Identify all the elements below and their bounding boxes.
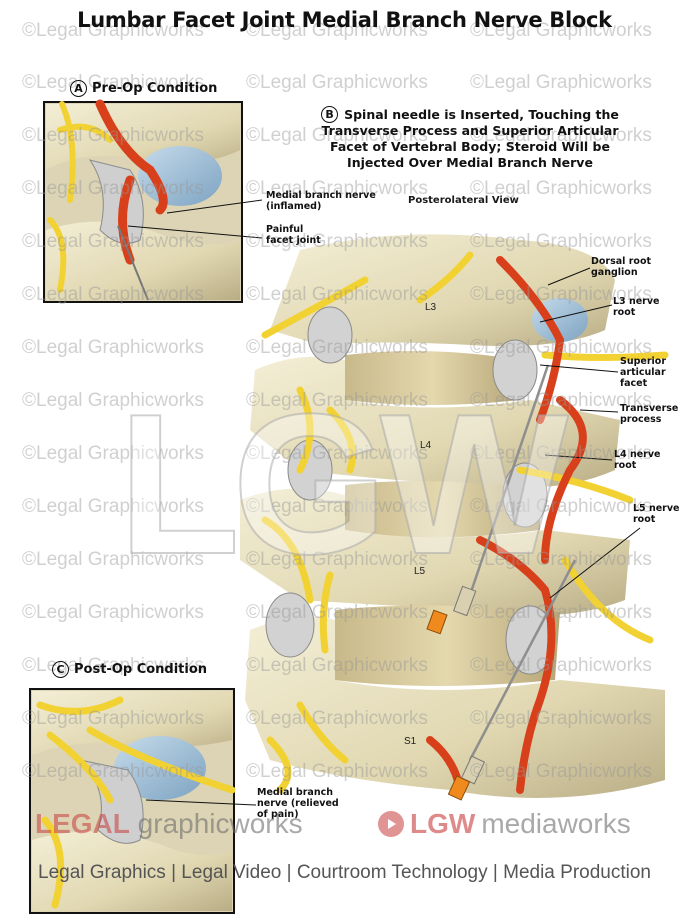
footer-tagline: Legal Graphics | Legal Video | Courtroom… — [38, 862, 651, 883]
red-nerve-roots — [426, 256, 587, 794]
panel-a-needle — [117, 225, 149, 301]
l5-vertebra — [240, 488, 630, 616]
leader-drg — [547, 267, 591, 286]
panel-c-vertebra-upper — [32, 691, 232, 755]
l4-l5-disc — [345, 481, 540, 538]
level-l5: L5 — [414, 566, 426, 577]
leader-l4-root — [544, 454, 613, 461]
panel-c-yellow-nerve — [36, 696, 236, 909]
needle-cap-2 — [447, 775, 471, 801]
panel-a-letter: A — [70, 80, 87, 97]
needle-cap-1 — [426, 609, 448, 635]
panel-b-desc-line3: Facet of Vertebral Body; Steroid Will be — [330, 139, 610, 154]
panel-b-illustration — [240, 234, 669, 801]
label-l4-nerve-root: L4 nerve root — [614, 449, 661, 471]
panel-a-illustration — [43, 99, 263, 303]
panel-b-desc-line1: Spinal needle is Inserted, Touching the — [344, 106, 619, 122]
spinal-needle-1 — [468, 364, 550, 596]
footer-brand2-a: LGW — [410, 808, 476, 839]
label-medial-branch-relieved: Medial branch nerve (relieved of pain) — [257, 787, 339, 820]
label-l5-nerve-root: L5 nerve root — [633, 503, 680, 525]
label-transverse-process: Transverse process — [620, 403, 679, 425]
l5-s1-disc — [335, 605, 560, 686]
panel-a-yellow-nerve — [47, 101, 113, 293]
panel-a-title: Pre-Op Condition — [92, 81, 218, 96]
footer-brand-legal-graphicworks: LEGAL graphicworks — [35, 808, 303, 840]
panel-c-heading: C Post-Op Condition — [52, 661, 207, 678]
footer-brand-lgw-mediaworks: LGW mediaworks — [378, 808, 631, 840]
footer-brand1-b: graphicworks — [137, 808, 303, 839]
panel-b-letter: B — [321, 106, 339, 123]
panel-c-illustration — [29, 688, 257, 914]
label-l3-nerve-root: L3 nerve root — [613, 296, 660, 318]
label-superior-articular-facet: Superior articular facet — [620, 356, 667, 389]
panel-a-inflamed-nerve — [95, 99, 168, 265]
facet-capsule-l3-left — [307, 306, 353, 364]
panel-b-description: B Spinal needle is Inserted, Touching th… — [305, 106, 635, 171]
leader-transverse — [579, 409, 619, 413]
panel-a-vertebra-lower — [46, 221, 240, 300]
label-painful-facet-joint: Painful facet joint — [266, 224, 321, 246]
leader-sup-facet — [539, 364, 619, 373]
panel-a-leader-1 — [166, 199, 263, 214]
page-title: Lumbar Facet Joint Medial Branch Nerve B… — [77, 8, 612, 32]
leader-l5-root — [549, 527, 641, 599]
l4-vertebra — [250, 356, 620, 488]
footer-brand1-a: LEGAL — [35, 808, 130, 839]
level-l4: L4 — [420, 440, 432, 451]
yellow-nerves — [261, 251, 669, 794]
spinal-needle-2 — [468, 559, 577, 761]
panel-c-letter: C — [52, 661, 69, 678]
panel-a-heading: A Pre-Op Condition — [70, 80, 217, 97]
panel-c-leader — [145, 799, 257, 806]
label-dorsal-root-ganglion: Dorsal root ganglion — [591, 256, 652, 278]
l3-vertebra — [270, 234, 615, 346]
s1-sacrum — [245, 616, 665, 798]
panel-b-desc-line4: Injected Over Medial Branch Nerve — [347, 155, 593, 170]
view-label: Posterolateral View — [408, 195, 519, 206]
panel-c-title: Post-Op Condition — [74, 662, 208, 677]
level-l3: L3 — [425, 302, 437, 313]
facet-capsule-l3-right — [492, 339, 538, 401]
panel-c-vertebra-lower — [32, 831, 232, 911]
facet-capsule-l5-left — [265, 592, 315, 658]
panel-b-desc-line2: Transverse Process and Superior Articula… — [321, 123, 619, 138]
leader-l3-root — [539, 304, 613, 323]
footer-brand2-b: mediaworks — [481, 808, 631, 839]
level-s1: S1 — [404, 736, 417, 747]
needle-hub-1 — [452, 585, 477, 617]
l3-l4-disc — [345, 351, 520, 405]
panel-a-leader-2 — [127, 225, 263, 239]
play-icon — [378, 811, 404, 837]
label-medial-branch-inflamed: Medial branch nerve (inflamed) — [266, 190, 376, 212]
